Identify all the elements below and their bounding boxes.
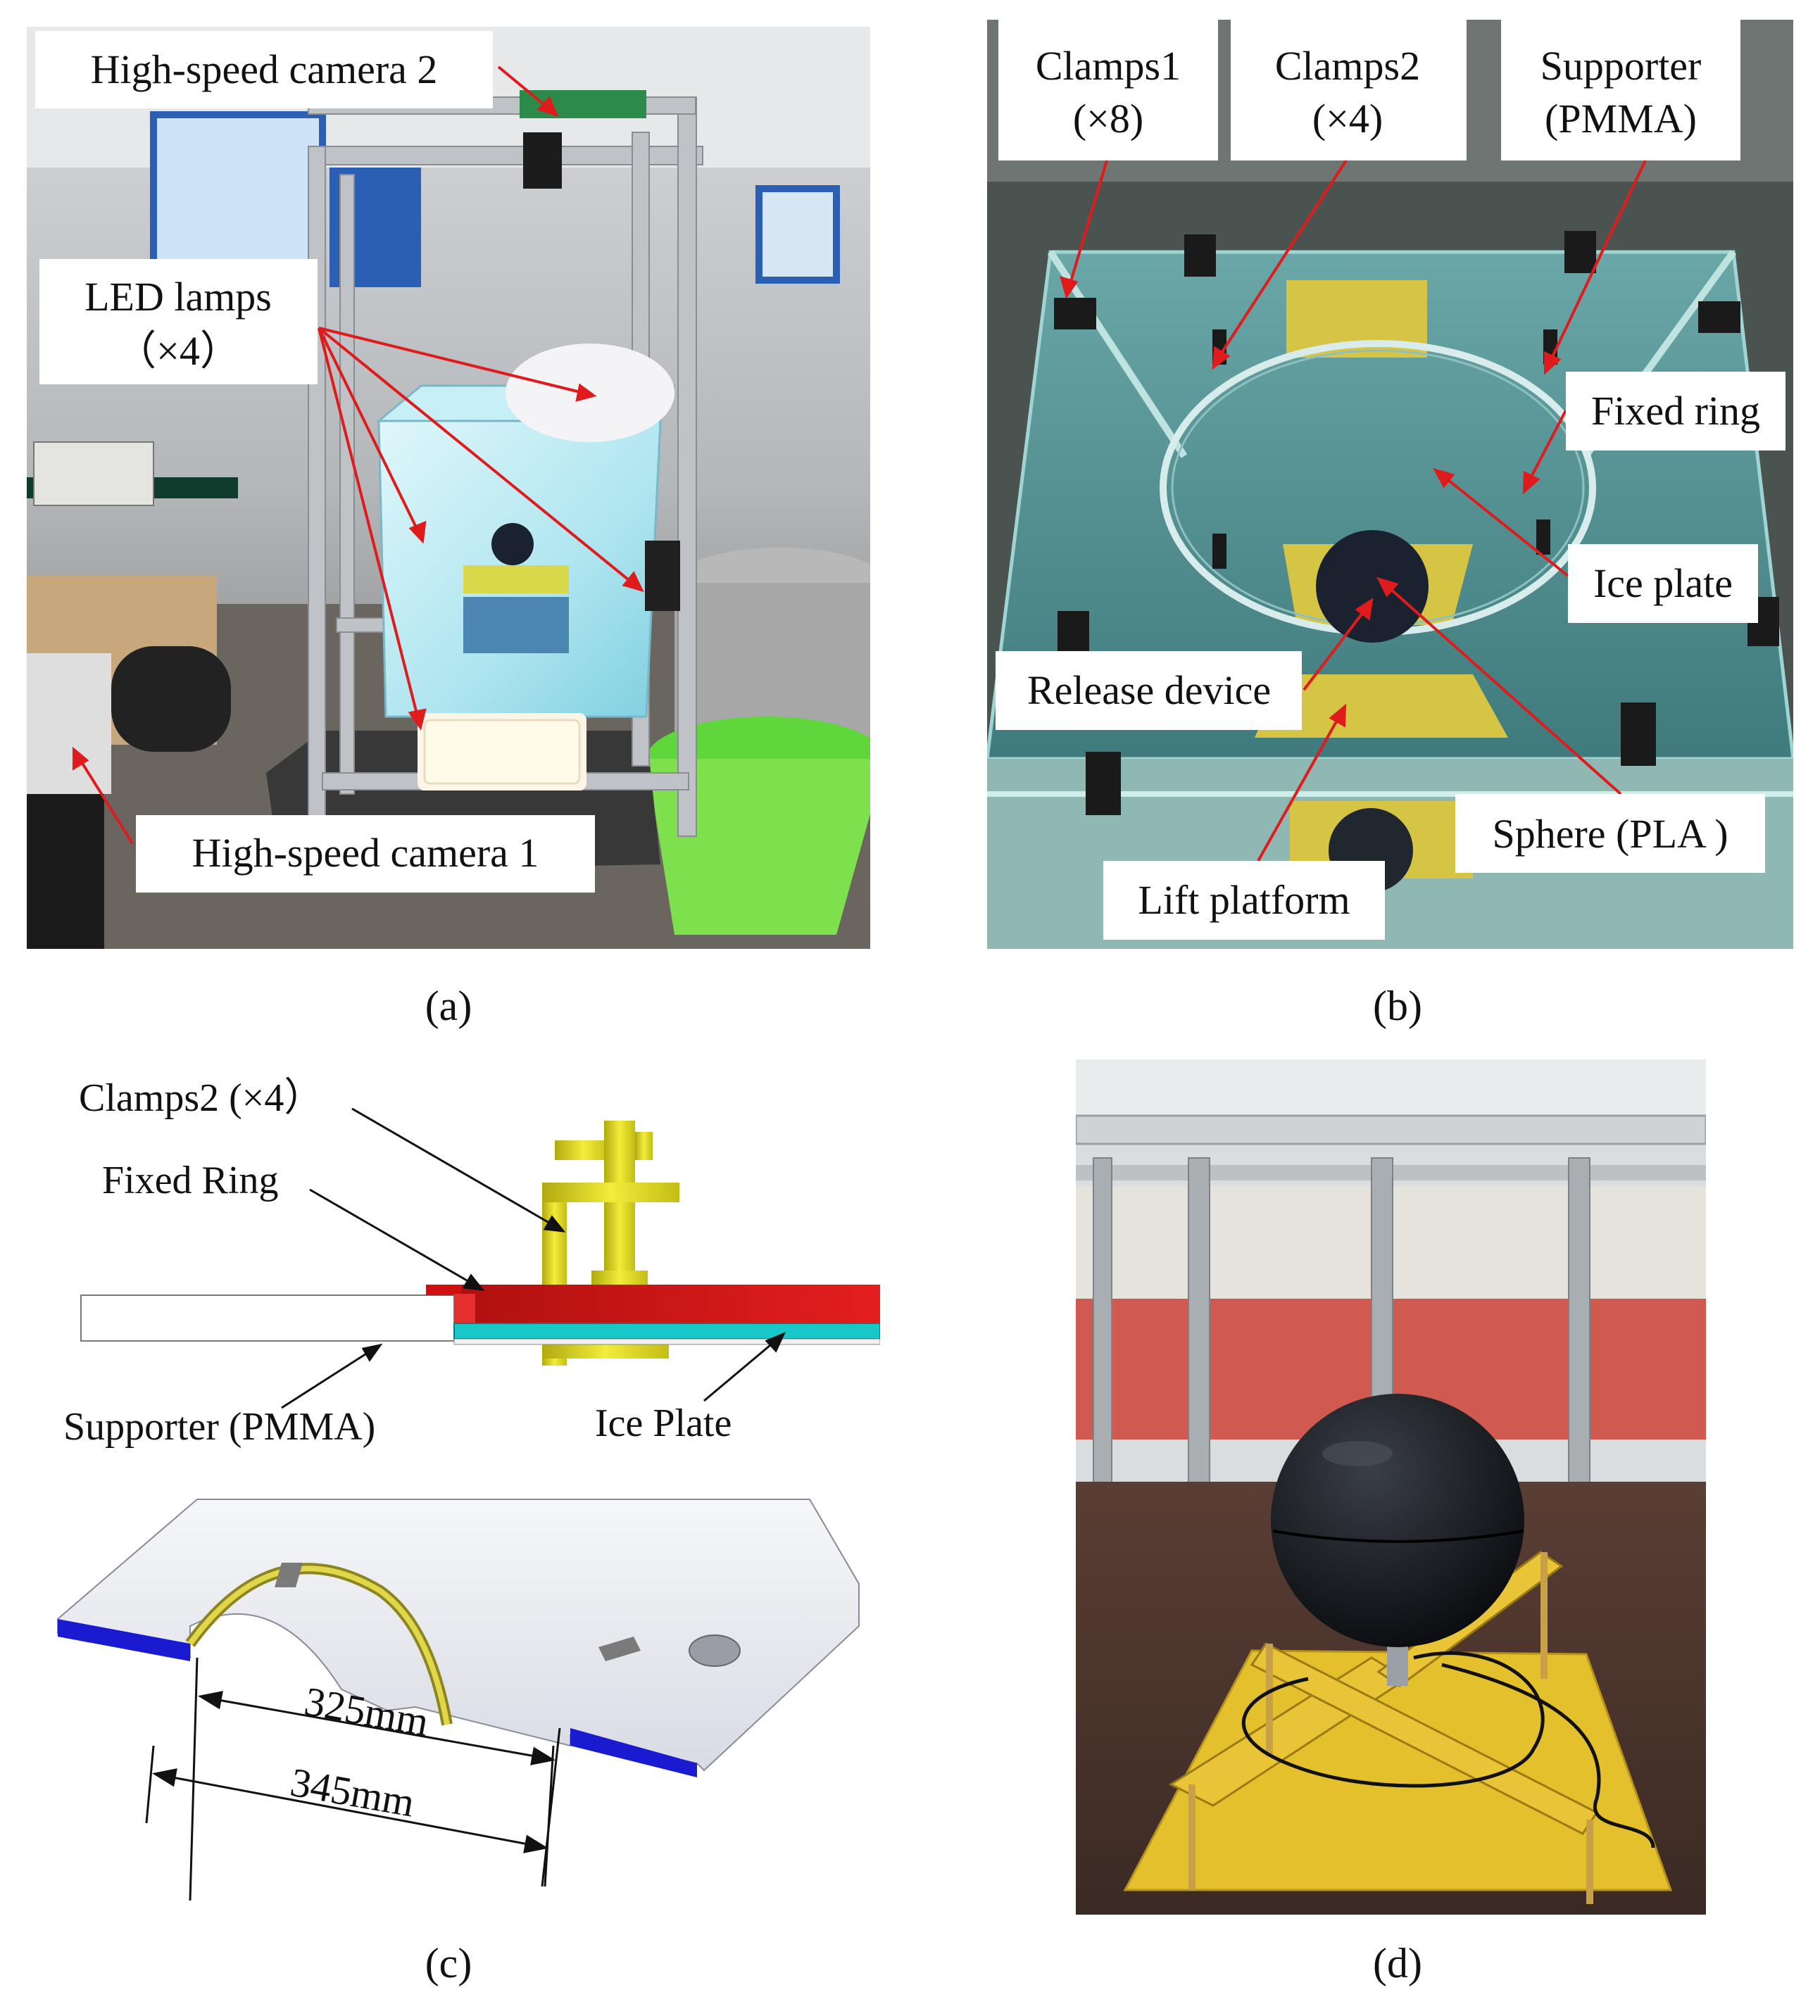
label-clamps2-count: (×4)	[1312, 96, 1383, 141]
label-supporter-material: (PMMA)	[1545, 96, 1697, 141]
panel-d-photo	[1076, 1059, 1706, 1915]
label-clamps2: Clamps2	[1275, 43, 1420, 89]
panel-b: Clamps1 (×8) Clamps2 (×4) Supporter (PMM…	[987, 20, 1793, 949]
label-fixed-ring-section: Fixed Ring	[102, 1159, 278, 1202]
label-supporter-section: Supporter (PMMA)	[63, 1405, 375, 1449]
panel-a-arrows	[73, 65, 644, 845]
label-fixed-ring: Fixed ring	[1591, 388, 1760, 434]
label-supporter: Supporter	[1540, 43, 1702, 89]
label-led-lamps: LED lamps	[84, 274, 272, 320]
label-high-speed-camera-2: High-speed camera 2	[91, 46, 438, 92]
panel-c-leaders	[281, 1107, 786, 1409]
caption-c: (c)	[425, 1940, 472, 1986]
dimension-lines	[145, 1657, 561, 1901]
cross-section	[80, 1121, 880, 1366]
panel-a: High-speed camera 2 LED lamps （×4） High-…	[27, 27, 870, 949]
caption-a: (a)	[425, 983, 472, 1029]
caption-d: (d)	[1373, 1940, 1422, 1986]
label-high-speed-camera-1: High-speed camera 1	[192, 830, 539, 876]
panel-d	[1076, 1059, 1706, 1915]
label-clamps1-count: (×8)	[1073, 96, 1143, 141]
caption-b: (b)	[1373, 983, 1422, 1029]
label-sphere: Sphere (PLA )	[1492, 811, 1728, 857]
panel-c-diagram: Clamps2 (×4） Fixed Ring Supporter (PMMA)…	[49, 1076, 880, 1901]
panel-b-photo: Clamps1 (×8) Clamps2 (×4) Supporter (PMM…	[987, 20, 1793, 949]
panel-b-labels: Clamps1 (×8) Clamps2 (×4) Supporter (PMM…	[996, 20, 1786, 940]
label-clamps2-section: Clamps2 (×4）	[79, 1076, 323, 1120]
label-ice-plate: Ice plate	[1593, 560, 1733, 606]
label-ice-plate-section: Ice Plate	[595, 1401, 732, 1445]
render-3d	[49, 1499, 860, 1795]
panel-c: Clamps2 (×4） Fixed Ring Supporter (PMMA)…	[49, 1070, 880, 1908]
panel-a-photo: High-speed camera 2 LED lamps （×4） High-…	[27, 27, 870, 949]
label-clamps1: Clamps1	[1036, 43, 1181, 89]
panel-b-arrows	[1060, 159, 1647, 862]
label-led-lamps-count: （×4）	[115, 328, 241, 374]
panel-a-labels: High-speed camera 2 LED lamps （×4） High-…	[35, 31, 595, 893]
label-lift-platform: Lift platform	[1138, 877, 1350, 923]
label-release-device: Release device	[1027, 667, 1271, 713]
